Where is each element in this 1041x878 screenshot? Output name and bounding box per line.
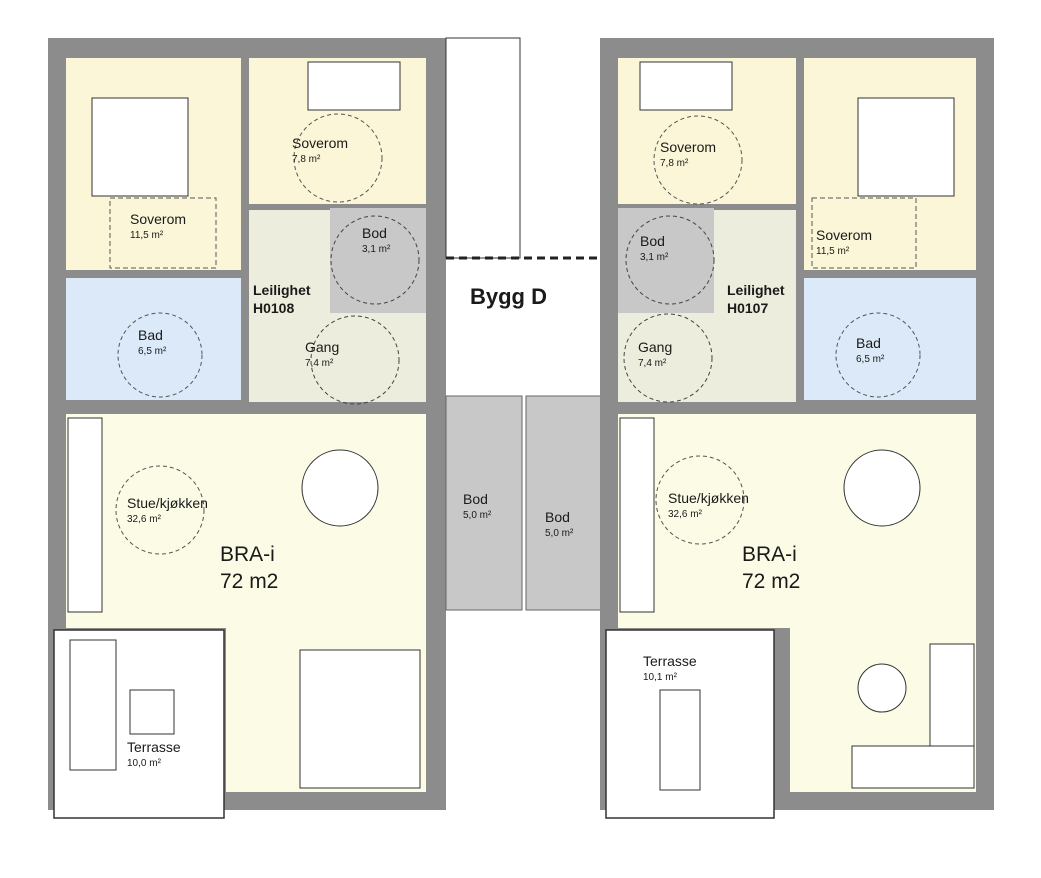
dining-table-right (843, 449, 921, 527)
unit-label-line1-left: Leilighet (253, 282, 311, 298)
turn-circle-bod-left (330, 215, 420, 305)
sofa-left (299, 649, 421, 789)
desk-right (639, 61, 733, 111)
room-label-stue-right: Stue/kjøkken (668, 490, 749, 506)
turn-circle-soverom-left (293, 113, 383, 203)
sofa-right-bottom (851, 745, 975, 789)
turn-circle-stue-left (115, 465, 205, 555)
desk-left (307, 61, 401, 111)
room-label-terrasse-left: Terrasse (127, 739, 181, 755)
room-area-soverom-small-left: 7,8 m² (292, 154, 321, 165)
room-area-terrasse-left: 10,0 m² (127, 758, 161, 769)
room-label-soverom-large-right: Soverom (816, 227, 873, 243)
wardrobe-right (811, 197, 917, 269)
room-label-terrasse-right: Terrasse (643, 653, 697, 669)
room-bod-right (618, 208, 714, 313)
room-area-bod-left: 3,1 m² (362, 244, 391, 255)
room-area-terrasse-right: 10,1 m² (643, 672, 677, 683)
kitchen-counter-right (619, 417, 655, 613)
room-bad-right (804, 278, 976, 400)
bod-shared-left (445, 395, 523, 611)
room-area-bod-right: 3,1 m² (640, 252, 669, 263)
room-area-stue-left: 32,6 m² (127, 514, 161, 525)
terrace-table-right (659, 689, 701, 791)
unit-h0108 (48, 38, 446, 819)
dining-table-left (301, 449, 379, 527)
room-area-gang-left: 7,4 m² (305, 358, 334, 369)
turn-circle-bod-right (625, 215, 715, 305)
room-stue-right (618, 414, 976, 628)
wardrobe-left (109, 197, 217, 269)
room-area-soverom-small-right: 7,8 m² (660, 158, 689, 169)
bod-shared-right (525, 395, 603, 611)
turn-circle-bad-left (117, 312, 203, 398)
unit-h0107 (600, 38, 994, 819)
room-label-bod-left: Bod (362, 225, 387, 241)
room-label-soverom-small-left: Soverom (292, 135, 349, 151)
coffee-table-right (857, 663, 907, 713)
bra-value-left: 72 m2 (220, 570, 279, 593)
room-label-gang-left: Gang (305, 339, 340, 355)
room-stue-left (66, 414, 426, 628)
bra-value-right: 72 m2 (742, 570, 801, 593)
turn-circle-bad-right (835, 312, 921, 398)
terrace-sofa-left (69, 639, 117, 771)
room-area-bod-shared-left: 5,0 m² (463, 510, 492, 521)
room-label-bod-shared-left: Bod (463, 491, 488, 507)
room-label-bad-right: Bad (856, 335, 881, 351)
room-label-soverom-large-left: Soverom (130, 211, 187, 227)
turn-circle-gang-left (310, 315, 400, 405)
room-label-soverom-small-right: Soverom (660, 139, 717, 155)
room-bad-left (66, 278, 241, 400)
turn-circle-gang-right (623, 313, 713, 403)
room-area-bad-right: 6,5 m² (856, 354, 885, 365)
room-area-bod-shared-right: 5,0 m² (545, 528, 574, 539)
unit-label-line1-right: Leilighet (727, 282, 785, 298)
bed-left (91, 97, 189, 197)
bed-right (857, 97, 955, 197)
room-area-soverom-large-right: 11,5 m² (816, 246, 850, 257)
room-area-stue-right: 32,6 m² (668, 509, 702, 520)
unit-label-line2-right: H0107 (727, 300, 769, 316)
stair (445, 37, 521, 259)
room-label-gang-right: Gang (638, 339, 673, 355)
room-label-bod-shared-right: Bod (545, 509, 570, 525)
unit-label-line2-left: H0108 (253, 300, 295, 316)
kitchen-counter-left (67, 417, 103, 613)
room-area-bad-left: 6,5 m² (138, 346, 167, 357)
room-label-stue-left: Stue/kjøkken (127, 495, 208, 511)
bra-label-right: BRA-i (742, 543, 797, 566)
bra-label-left: BRA-i (220, 543, 275, 566)
room-area-soverom-large-left: 11,5 m² (130, 230, 164, 241)
building-title: Bygg D (470, 284, 547, 309)
turn-circle-soverom-right (653, 115, 743, 205)
shared-area (445, 37, 603, 611)
turn-circle-stue-right (655, 455, 745, 545)
room-label-bad-left: Bad (138, 327, 163, 343)
terrace-table-left (129, 689, 175, 735)
room-label-bod-right: Bod (640, 233, 665, 249)
room-bod-left (330, 208, 426, 313)
room-area-gang-right: 7,4 m² (638, 358, 667, 369)
